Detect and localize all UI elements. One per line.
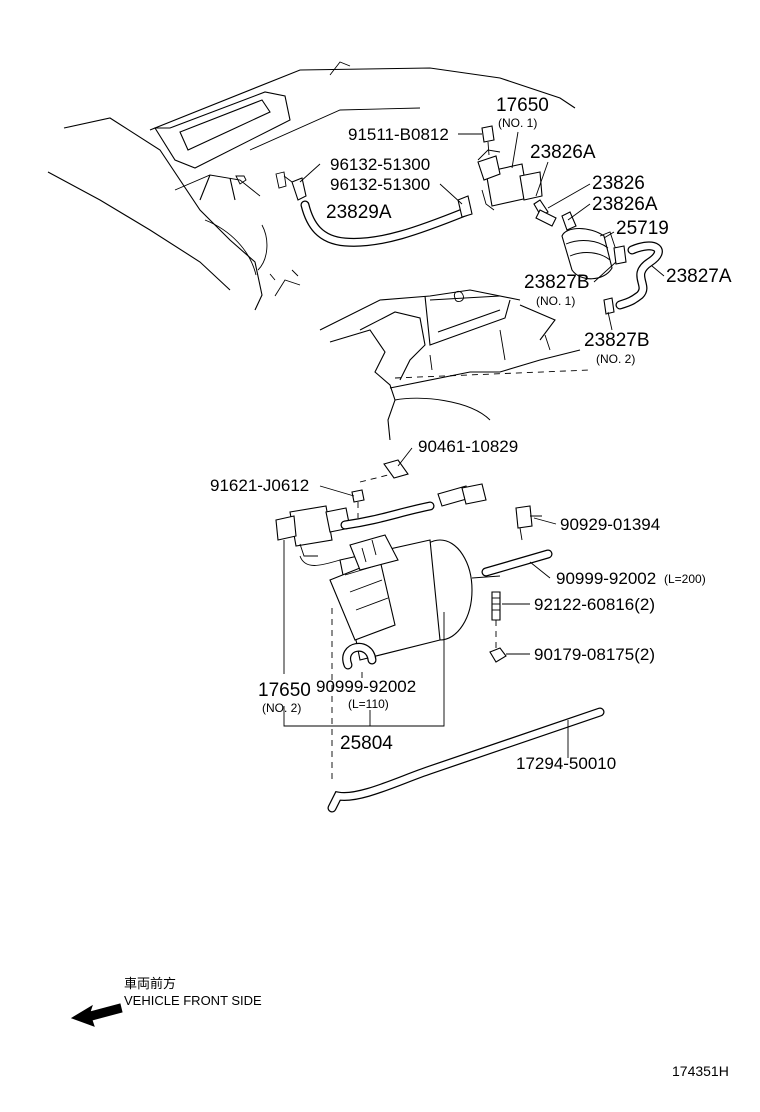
label-23829A: 23829A <box>326 202 392 223</box>
caption-jp: 車両前方 <box>124 976 176 991</box>
clip-23827B <box>603 245 627 315</box>
label-90179: 90179-08175(2) <box>534 645 655 664</box>
note-23827B-no1: (NO. 1) <box>536 294 575 308</box>
label-17294: 17294-50010 <box>516 754 616 773</box>
leader-lines <box>283 131 665 758</box>
hose-clip-right <box>457 195 473 218</box>
pipe-23826 <box>533 199 577 231</box>
note-23827B-no2: (NO. 2) <box>596 352 635 366</box>
note-90999-l110: (L=110) <box>348 697 389 711</box>
label-23826: 23826 <box>592 173 645 194</box>
illustration-reference: 174351H <box>672 1063 729 1079</box>
note-17650-no1: (NO. 1) <box>498 116 537 130</box>
arrow-left-icon <box>70 1003 123 1027</box>
label-23827A: 23827A <box>666 266 732 287</box>
filter-25719 <box>561 227 617 280</box>
label-25719: 25719 <box>616 218 669 239</box>
hose-23827A <box>615 241 663 310</box>
label-90999-l110: 90999-92002 <box>316 677 416 696</box>
label-91511: 91511-B0812 <box>348 125 449 144</box>
label-91621: 91621-J0612 <box>210 476 309 495</box>
part-labels: 17650 (NO. 1) 91511-B0812 96132-51300 96… <box>210 95 732 773</box>
hose-17294 <box>327 608 605 813</box>
stud-92122 <box>491 591 501 648</box>
label-23826A-top: 23826A <box>530 142 596 163</box>
label-17650-no2: 17650 <box>258 680 311 701</box>
label-90999-l200: 90999-92002 <box>556 569 656 588</box>
bolt-91621 <box>351 473 393 518</box>
vsv-17650-no1 <box>477 125 543 211</box>
vehicle-front-indicator: 車両前方 VEHICLE FRONT SIDE <box>70 976 262 1027</box>
caption-en: VEHICLE FRONT SIDE <box>124 993 262 1008</box>
nut-90179 <box>489 647 507 663</box>
label-25804: 25804 <box>340 733 393 754</box>
valve-90929 <box>515 505 542 541</box>
label-90461: 90461-10829 <box>418 437 518 456</box>
label-90929: 90929-01394 <box>560 515 660 534</box>
label-17650-no1: 17650 <box>496 95 549 116</box>
note-17650-no2: (NO. 2) <box>262 701 301 715</box>
label-23827B-no1: 23827B <box>524 272 590 293</box>
engine-outline <box>47 61 591 441</box>
vsv-hose <box>299 501 435 566</box>
label-96132-a: 96132-51300 <box>330 155 430 174</box>
vsv-17650-no2 <box>275 505 351 557</box>
hose-90999-l110 <box>342 642 377 670</box>
hose-clip-left <box>275 171 307 201</box>
note-90999-l200: (L=200) <box>664 572 706 586</box>
canister-assembly-25804 <box>329 534 501 661</box>
hose-90999-l200 <box>481 549 553 577</box>
clamp-90461 <box>383 459 409 479</box>
label-96132-b: 96132-51300 <box>330 175 430 194</box>
connector <box>437 483 487 507</box>
hose-23829A <box>300 200 470 247</box>
label-92122: 92122-60816(2) <box>534 595 655 614</box>
label-23826A-mid: 23826A <box>592 194 658 215</box>
label-23827B-no2: 23827B <box>584 330 650 351</box>
